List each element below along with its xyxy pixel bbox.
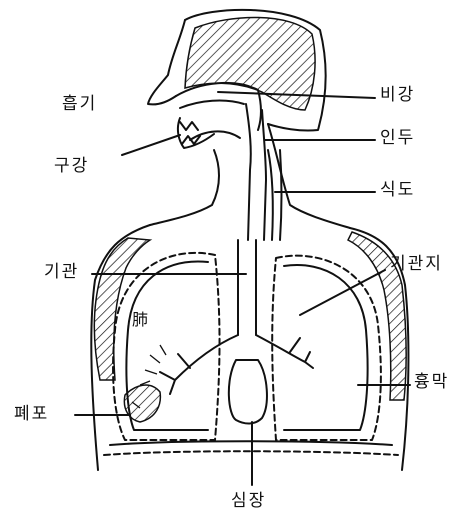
label-bronchi: 기관지 bbox=[390, 256, 443, 273]
label-nasal-cavity: 비강 bbox=[380, 87, 415, 104]
leader-bronchi bbox=[300, 270, 385, 315]
chest-wall-hatch-left bbox=[94, 238, 150, 380]
label-esophagus: 식도 bbox=[380, 182, 415, 199]
label-diaphragm: 흉막 bbox=[414, 374, 449, 391]
esophagus-tube bbox=[268, 150, 273, 240]
bronchi-right bbox=[256, 335, 313, 368]
label-heart: 심장 bbox=[231, 493, 266, 510]
neck-front bbox=[150, 150, 219, 225]
alveoli-hatch bbox=[124, 385, 160, 422]
label-lung-hanja: 肺 bbox=[132, 312, 150, 328]
bronchi-left bbox=[160, 335, 238, 394]
label-nostril: 흡기 bbox=[62, 96, 97, 113]
label-pharynx: 인두 bbox=[380, 130, 415, 147]
heart-shape bbox=[229, 360, 267, 424]
label-trachea: 기관 bbox=[44, 264, 79, 281]
leader-oral bbox=[122, 135, 180, 155]
pharynx-tube bbox=[246, 104, 251, 240]
label-oral-cavity: 구강 bbox=[54, 158, 89, 175]
nose-profile bbox=[148, 20, 185, 104]
head-hatch bbox=[185, 17, 315, 110]
trachea-tube bbox=[238, 240, 256, 335]
label-lung: 폐포 bbox=[14, 406, 49, 423]
